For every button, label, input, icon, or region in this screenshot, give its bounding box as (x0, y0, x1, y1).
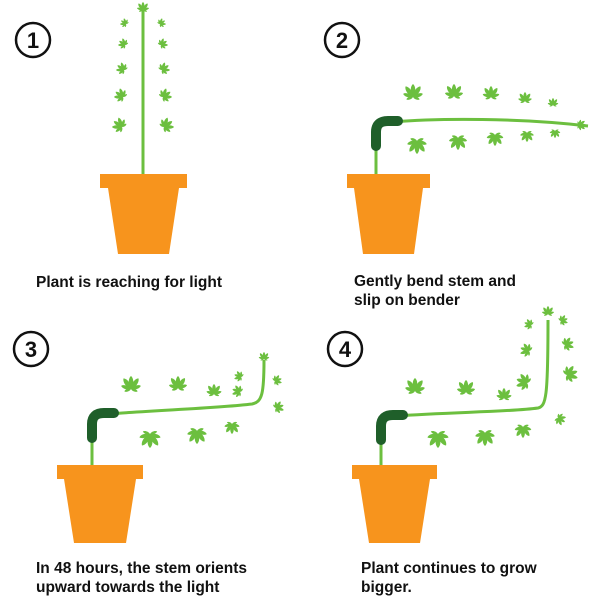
caption-line: bigger. (361, 579, 412, 596)
step-4-badge: 4 (326, 330, 364, 368)
step-2-caption: Gently bend stem and slip on bender (354, 272, 516, 310)
step-4-pot (352, 465, 437, 543)
step-3-caption: In 48 hours, the stem orients upward tow… (36, 559, 247, 597)
caption-line: Plant continues to grow (361, 560, 537, 577)
leaf-icon (120, 352, 286, 448)
step-2-panel: 2 (323, 21, 589, 254)
step-3-badge: 3 (12, 330, 50, 368)
step-1-pot: flower-pot-icon (100, 174, 187, 254)
stem-bender-clip-icon (376, 410, 408, 445)
step-4-panel: 4 (326, 306, 581, 543)
caption-line: In 48 hours, the stem orients (36, 560, 248, 577)
caption-line: Gently bend stem and (354, 273, 516, 290)
step-4-number: 4 (339, 337, 352, 362)
step-2-number: 2 (336, 28, 348, 53)
step-1-number: 1 (27, 28, 39, 53)
step-3-plant (87, 352, 286, 466)
step-1-panel: 1 flower-pot-icon (14, 2, 187, 254)
step-4-caption: Plant continues to grow bigger. (361, 559, 537, 597)
step-3-pot (57, 465, 143, 543)
stem-bender-clip-icon (87, 408, 119, 443)
step-3-number: 3 (25, 337, 37, 362)
step-1-plant (109, 2, 177, 175)
step-3-panel: 3 (12, 330, 286, 543)
stem-bender-clip-icon (371, 116, 403, 151)
step-2-plant (371, 84, 589, 175)
step-2-pot (347, 174, 430, 254)
caption-line: Plant is reaching for light (36, 274, 223, 291)
caption-line: slip on bender (354, 292, 460, 309)
step-1-caption: Plant is reaching for light (36, 273, 222, 292)
step-1-badge: 1 (14, 21, 52, 59)
leaf-icon (404, 306, 581, 448)
step-4-plant (376, 306, 581, 466)
caption-line: upward towards the light (36, 579, 220, 596)
step-2-badge: 2 (323, 21, 361, 59)
